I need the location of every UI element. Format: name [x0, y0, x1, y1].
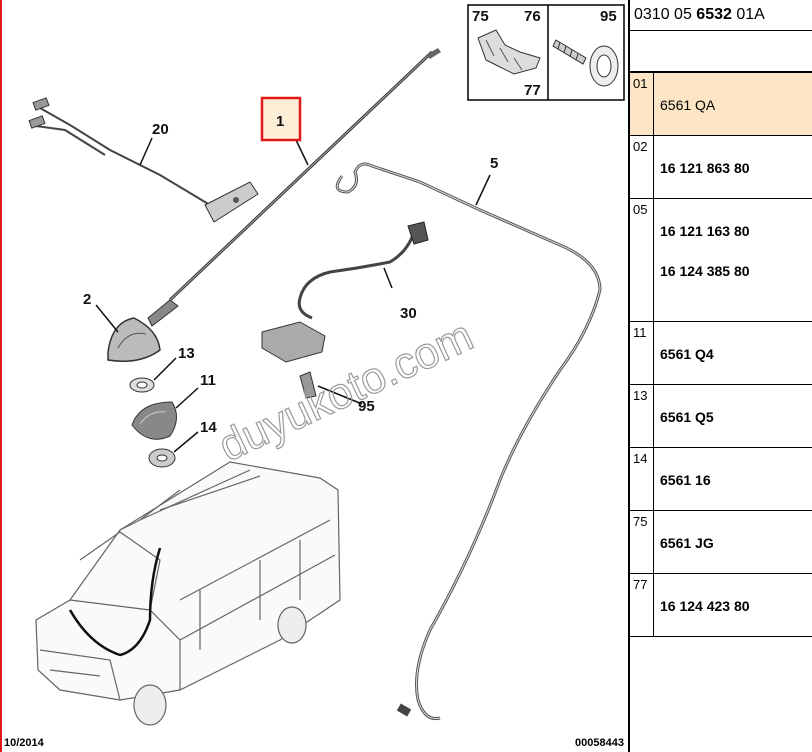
- diagram-doc-number: 00058443: [575, 737, 624, 749]
- exploded-view: 75 76 77 95: [0, 0, 625, 752]
- row-index: 77: [630, 574, 654, 636]
- row-index: 13: [630, 385, 654, 447]
- detail-label-95: 95: [600, 8, 617, 25]
- detail-label-75: 75: [472, 8, 489, 25]
- parts-row-05[interactable]: 05 16 121 163 80 16 124 385 80: [630, 199, 812, 322]
- part-reference: 6561 Q4: [660, 346, 714, 362]
- part-reference: 6561 JG: [660, 535, 714, 551]
- reference-suffix: 01A: [736, 6, 765, 23]
- watermark: duyukoto.com: [212, 311, 481, 471]
- seal-ring-13: [129, 377, 155, 393]
- row-index: 01: [630, 73, 654, 135]
- screw-icon: [552, 39, 619, 87]
- row-index: 11: [630, 322, 654, 384]
- antenna-cable-5: [335, 162, 602, 721]
- reference-bold: 6532: [696, 6, 732, 23]
- parts-row-13[interactable]: 13 6561 Q5: [630, 385, 812, 448]
- callout-11[interactable]: 11: [200, 372, 216, 389]
- callout-5[interactable]: 5: [490, 155, 498, 172]
- van-cable-route: [68, 547, 162, 657]
- van-illustration: [35, 461, 341, 726]
- part-reference: 16 121 863 80: [660, 160, 750, 176]
- detail-label-76: 76: [524, 8, 541, 25]
- gasket-11: [131, 401, 177, 440]
- column-header-blank: [630, 31, 812, 73]
- part-reference-alt: 16 124 385 80: [660, 263, 750, 279]
- antenna-mast-1: [147, 48, 441, 327]
- row-index: 02: [630, 136, 654, 198]
- antenna-base-2: [107, 317, 161, 362]
- parts-row-02[interactable]: 02 16 121 863 80: [630, 136, 812, 199]
- part-reference: 16 121 163 80: [660, 223, 750, 239]
- part-reference: 16 124 423 80: [660, 598, 750, 614]
- callout-1[interactable]: 1: [276, 113, 284, 130]
- part-reference: 6561 Q5: [660, 409, 714, 425]
- leader-lines: [95, 137, 491, 453]
- diagram-reference: 0310 05 6532 01A: [630, 0, 812, 31]
- selected-part-highlight[interactable]: [260, 96, 302, 142]
- part-reference: 6561 16: [660, 472, 711, 488]
- parts-row-01[interactable]: 01 6561 QA: [630, 73, 812, 136]
- callout-13[interactable]: 13: [178, 345, 195, 362]
- cable-harness-20: [28, 97, 259, 223]
- parts-row-14[interactable]: 14 6561 16: [630, 448, 812, 511]
- parts-row-77[interactable]: 77 16 124 423 80: [630, 574, 812, 637]
- nut-14: [148, 448, 176, 468]
- clip-part-icon: [477, 29, 541, 75]
- callout-14[interactable]: 14: [200, 419, 217, 436]
- detail-box: 75 76 77 95: [467, 4, 625, 101]
- callout-30[interactable]: 30: [400, 305, 417, 322]
- parts-diagram: 75 76 77 95: [0, 0, 625, 752]
- part-reference: 6561 QA: [660, 97, 716, 113]
- parts-row-75[interactable]: 75 6561 JG: [630, 511, 812, 574]
- reference-prefix: 0310 05: [634, 6, 692, 23]
- callout-20[interactable]: 20: [152, 121, 169, 138]
- diagram-date: 10/2014: [4, 737, 44, 749]
- module-30: [261, 221, 429, 399]
- parts-list-panel: 0310 05 6532 01A 01 6561 QA 02 16 121 86…: [628, 0, 812, 752]
- row-index: 75: [630, 511, 654, 573]
- callout-2[interactable]: 2: [83, 291, 91, 308]
- row-index: 14: [630, 448, 654, 510]
- callout-95[interactable]: 95: [358, 398, 375, 415]
- parts-row-11[interactable]: 11 6561 Q4: [630, 322, 812, 385]
- row-index: 05: [630, 199, 654, 321]
- detail-label-77: 77: [524, 82, 541, 99]
